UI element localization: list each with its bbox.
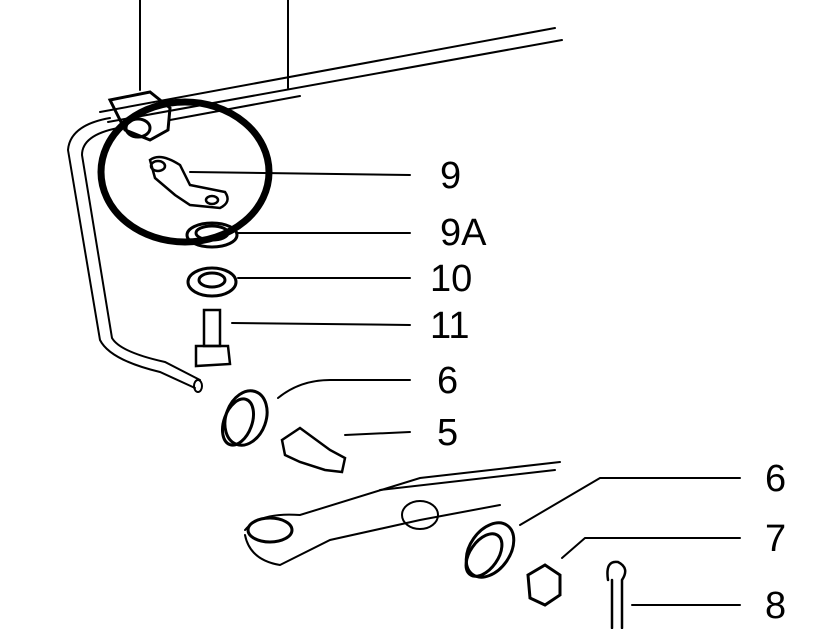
part-11-bolt xyxy=(194,308,232,368)
callout-6-lower: 6 xyxy=(765,458,787,500)
callout-6-upper: 6 xyxy=(437,360,459,402)
leader-lines xyxy=(189,171,741,606)
callout-9: 9 xyxy=(440,155,462,197)
part-8-cotter-pin xyxy=(606,560,627,629)
callout-5: 5 xyxy=(437,412,459,454)
callout-7: 7 xyxy=(765,518,787,560)
stabilizer-bar xyxy=(66,117,203,393)
part-10-lock-washer xyxy=(186,266,238,298)
callout-11: 11 xyxy=(430,305,470,347)
highlight-circle xyxy=(97,98,273,246)
part-5-bushing xyxy=(280,426,347,474)
callout-9a: 9A xyxy=(440,212,487,254)
control-arm xyxy=(244,461,561,567)
frame-lines xyxy=(99,0,563,123)
part-6-lower-rubber xyxy=(464,521,516,579)
callout-10: 10 xyxy=(430,258,473,300)
callout-8: 8 xyxy=(765,585,787,627)
part-7-castle-nut xyxy=(526,563,562,607)
part-9-bracket xyxy=(148,155,229,210)
bar-clamp xyxy=(107,90,172,142)
part-6-upper-rubber xyxy=(220,389,269,447)
part-9a-washer xyxy=(185,221,239,249)
